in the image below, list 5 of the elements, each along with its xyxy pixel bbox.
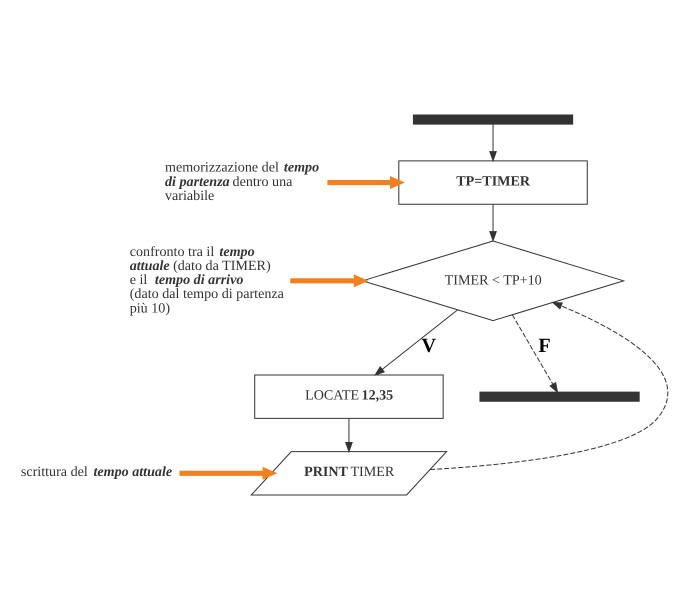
edge-label: V — [421, 334, 436, 357]
node-text: confronto tra il tempo attuale (dato da TIMER) e il tempo di arrivo (dato dal tempo di partenza più 10) — [130, 244, 284, 316]
node-text: memorizzazione del tempo di partenza dentro una variabile — [165, 160, 320, 204]
node-text: scrittura del tempo attuale — [20, 464, 172, 480]
edge-label: F — [538, 334, 551, 357]
